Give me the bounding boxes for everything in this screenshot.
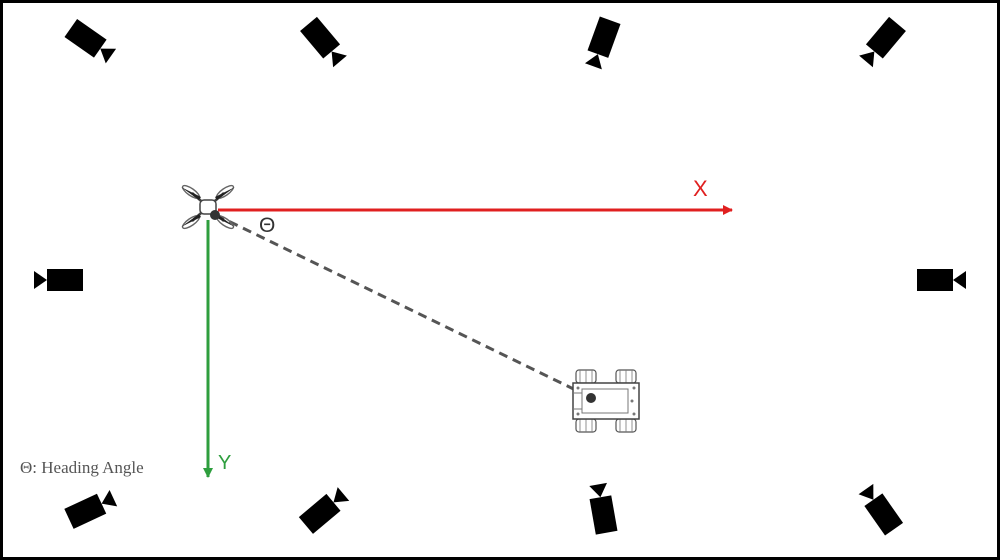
y-axis-label: Y	[218, 452, 231, 474]
ground-robot-icon	[572, 369, 640, 433]
heading-angle-legend: Θ: Heading Angle	[20, 458, 144, 477]
x-axis-label: X	[693, 176, 708, 201]
drone-to-vehicle-line	[215, 213, 591, 399]
quadcopter-icon	[181, 184, 235, 230]
heading-angle-symbol: Θ	[259, 214, 275, 237]
